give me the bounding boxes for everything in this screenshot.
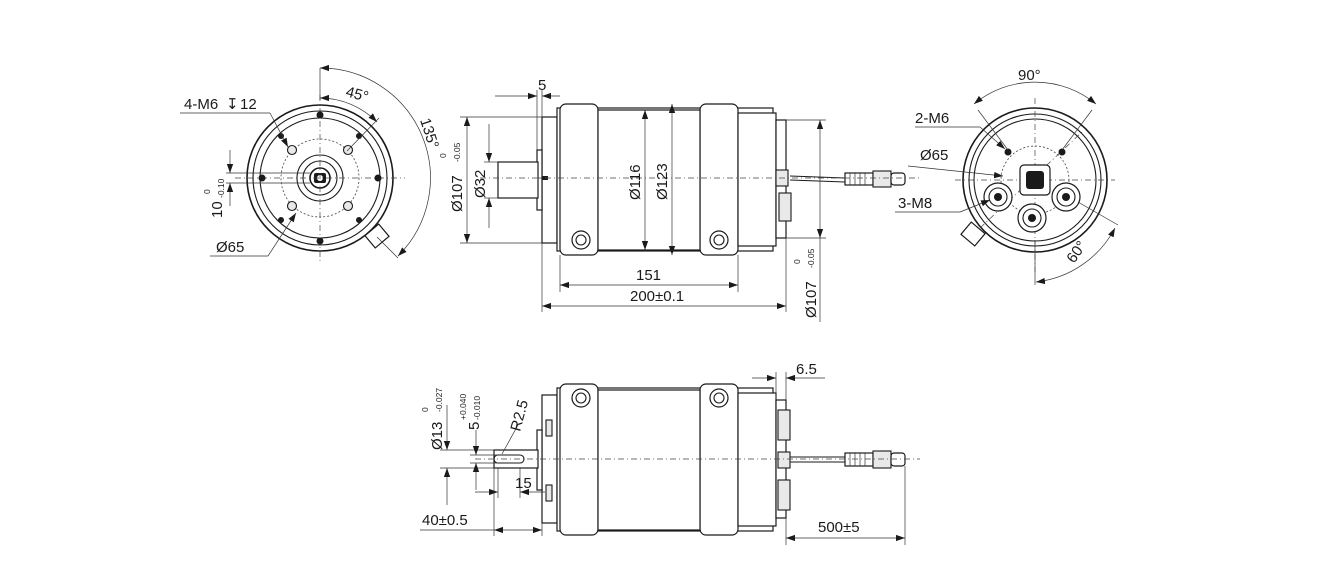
side-rear-diameter: Ø107: [803, 281, 820, 318]
bottom-shaft-tol-lower: -0.027: [434, 388, 444, 412]
side-rear-tol-lower: -0.05: [806, 248, 816, 268]
side-rear-tol-upper: 0: [792, 259, 802, 264]
rear-thread-2m6: 2-M6: [915, 110, 949, 127]
side-pilot-diameter: Ø107: [449, 175, 466, 212]
front-key-tol-upper: 0: [202, 189, 212, 194]
bottom-radius: R2.5: [507, 398, 532, 433]
bottom-shaft-length: 40±0.5: [422, 512, 468, 529]
bottom-shaft-tol-upper: 0: [420, 407, 430, 412]
front-key-width: 10: [209, 201, 226, 218]
bottom-cable-length: 500±5: [818, 519, 860, 536]
side-pilot-tol-upper: 0: [438, 153, 448, 158]
side-shaft-diameter: Ø32: [472, 170, 489, 198]
bottom-key-width: 5: [466, 422, 483, 430]
front-bolt-circle: Ø65: [216, 239, 244, 256]
front-angle-135: 135°: [416, 116, 442, 151]
rear-bolt-circle: Ø65: [920, 147, 948, 164]
rear-angle-90: 90°: [1018, 67, 1041, 84]
side-body-diameter-inner: Ø116: [627, 164, 644, 200]
bottom-key-tol-lower: -0.010: [472, 396, 482, 420]
side-pilot-tol-lower: -0.05: [452, 142, 462, 162]
front-thread-depth: 12: [240, 96, 257, 113]
bottom-view: 6.5 R2.5 Ø13 0 -0.027 5 +0.040 -0.010 15…: [420, 361, 920, 545]
side-body-length: 151: [636, 267, 661, 284]
side-total-length: 200±0.1: [630, 288, 684, 305]
rear-m8-connectors: [983, 182, 1081, 233]
side-view: 5 Ø107 0 -0.05 Ø32 Ø116 Ø123 151 200±0.1: [438, 77, 920, 322]
front-view: 45° 135° 4-M6 ↧ 12 Ø65 10 0 -0.10: [180, 64, 442, 262]
bottom-key-tol-upper: +0.040: [458, 393, 468, 420]
front-key-tol-lower: -0.10: [216, 178, 226, 198]
side-cable-connector: [844, 170, 906, 188]
side-body-diameter-outer: Ø123: [654, 163, 671, 200]
side-flange-thickness: 5: [538, 77, 546, 94]
rear-view: 90° 2-M6 Ø65 3-M8 60°: [895, 67, 1119, 285]
bottom-key-length: 15: [515, 475, 532, 492]
bottom-shaft-diameter: Ø13: [429, 422, 446, 450]
bottom-end-offset: 6.5: [796, 361, 817, 378]
bottom-cable-connector: [844, 450, 906, 469]
front-depth-symbol: ↧: [226, 96, 239, 113]
front-angle-45: 45°: [344, 83, 370, 105]
front-thread-callout: 4-M6: [184, 96, 218, 113]
rear-thread-3m8: 3-M8: [898, 195, 932, 212]
